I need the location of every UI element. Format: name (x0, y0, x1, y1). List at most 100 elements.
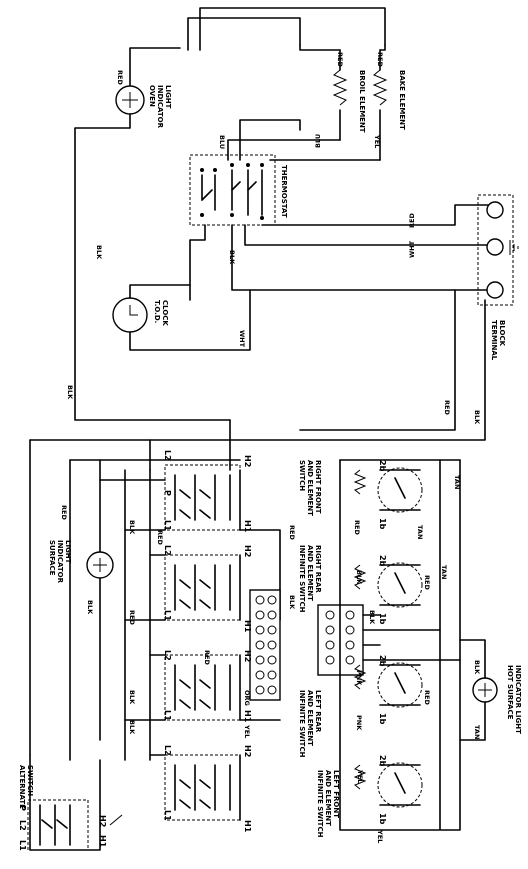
broil-element-label: BROIL ELEMENT (358, 70, 366, 133)
wire-label: RED (443, 400, 451, 415)
terminal-label: H1 (243, 820, 252, 833)
terminal-label: 2b (378, 755, 387, 767)
infinite-switch-3 (164, 654, 241, 721)
terminal-label: L2 (163, 450, 172, 461)
wire-label: BLK (95, 245, 103, 260)
terminal-labels: L2 H2 P L1 H1 L2 H2 L1 H1 L2 H2 L1 H1 L2… (18, 450, 387, 851)
wire-label: RED (336, 52, 344, 67)
thermostat-label: THERMOSTAT (280, 165, 288, 218)
terminal-label: 2b (378, 555, 387, 567)
wire-label: RED (156, 530, 164, 545)
terminal-block-label-2: BLOCK (498, 320, 506, 347)
terminal-label: H2 (243, 455, 252, 467)
switch-left-front-label-3: LEFT FRONT (332, 770, 340, 818)
wire-label: PNK (355, 715, 363, 731)
terminal-label: H1 (98, 835, 107, 848)
terminal-label: H2 (98, 815, 107, 827)
surface-indicator-label-3: LIGHT (64, 540, 72, 564)
wire-label: YEL (373, 134, 381, 148)
wire-label: BLK (288, 595, 296, 610)
terminal-label: L1 (163, 610, 172, 621)
terminal-label: L2 (18, 820, 27, 831)
wire-label: YEL (356, 769, 364, 783)
element-left-rear (353, 662, 423, 708)
wire-label: BLU (218, 135, 226, 149)
hot-surface-label-2: INDICATOR LIGHT (514, 665, 522, 734)
terminal-label: H2 (243, 650, 252, 662)
wire-label: BLK (86, 600, 94, 615)
terminal-label: 2b (378, 460, 387, 472)
wire-label: TAN (473, 725, 481, 739)
wire-color-labels: RED RED RED YEL BLU BLU BLK BLK RED WHT … (60, 52, 481, 843)
wire-label: PNK (355, 670, 363, 686)
switch-right-rear-label-3: RIGHT REAR (314, 545, 322, 593)
wire-label: BLK (66, 385, 74, 400)
wire-label: ORG (243, 690, 251, 706)
infinite-switch-2 (164, 554, 241, 621)
oven-circuit (29, 7, 519, 441)
broil-element-icon (332, 69, 348, 106)
terminal-block-box (477, 194, 514, 306)
switch-left-front-label-1: INFINITE SWITCH (316, 770, 324, 838)
terminal-label: H2 (243, 745, 252, 757)
terminal-label: P (163, 490, 172, 496)
wire-label: BLK (228, 250, 236, 265)
wire-label: TAN (453, 475, 461, 489)
wire-label: RED (128, 610, 136, 625)
terminal-label: L1 (163, 810, 172, 821)
switch-left-front-label-2: AND ELEMENT (324, 770, 332, 826)
terminal-label: L2 (163, 545, 172, 556)
terminal-label: L1 (163, 520, 172, 531)
terminal-label: H1 (243, 520, 252, 533)
wire-label: RED (116, 70, 124, 85)
terminal-block-label-1: TERMINAL (490, 320, 498, 361)
switch-right-front-label-3: RIGHT FRONT (314, 460, 322, 514)
switch-right-rear-label-1: INFINITE SWITCH (298, 545, 306, 613)
wire-label: BLK (473, 660, 481, 675)
wire-label: RED (203, 650, 211, 665)
bake-element-icon (372, 69, 388, 106)
element-right-rear (353, 562, 423, 608)
wire-label: BLK (128, 520, 136, 535)
switch-left-rear-label-3: LEFT REAR (314, 690, 322, 733)
surface-indicator-label-2: INDICATOR (56, 540, 64, 584)
terminal-label: 2b (378, 655, 387, 667)
wire-label: RED (376, 52, 384, 67)
element-left-front (353, 762, 423, 808)
alternate-switch-label-1: ALTERNATE (18, 765, 26, 809)
wire-label: RED (408, 213, 416, 228)
wire-label: YEL (243, 724, 251, 738)
terminal-label: L2 (163, 650, 172, 661)
wire-label: RED (288, 525, 296, 540)
terminal-label: H2 (243, 545, 252, 557)
terminal-label: 1b (378, 813, 387, 825)
terminal-strip (249, 589, 281, 701)
wire-label: BLU (314, 134, 322, 148)
labels: OVEN INDICATOR LIGHT BROIL ELEMENT BAKE … (18, 70, 522, 838)
wire-label: BLK (128, 690, 136, 705)
wire-label: BLK (368, 610, 376, 625)
wire-label: BLK (128, 720, 136, 735)
terminal-label: L1 (163, 710, 172, 721)
terminal-label: P (18, 805, 27, 811)
surface-indicator-label-1: SURFACE (48, 540, 56, 576)
wire-label: BLK (355, 570, 363, 585)
oven-indicator-label-1: OVEN (148, 85, 156, 107)
element-right-front (353, 467, 423, 513)
terminal-label: L2 (163, 745, 172, 756)
wire-label: BLK (473, 410, 481, 425)
wire-label: TAN (416, 525, 424, 539)
wire-label: TAN (440, 565, 448, 579)
tod-clock-label-1: T.O.D. (153, 300, 161, 323)
wire-label: YEL (376, 829, 384, 843)
terminal-strip-screws (255, 595, 277, 695)
wire-label: RED (60, 505, 68, 520)
wire-label: WHT (238, 330, 246, 348)
terminal-label: H1 (243, 710, 252, 723)
wire-label: WHT (408, 240, 416, 258)
hot-surface-label-1: HOT SURFACE (506, 665, 514, 720)
terminal-label: L1 (18, 840, 27, 851)
terminal-l1-icon (486, 201, 504, 219)
terminal-label: H1 (243, 620, 252, 633)
